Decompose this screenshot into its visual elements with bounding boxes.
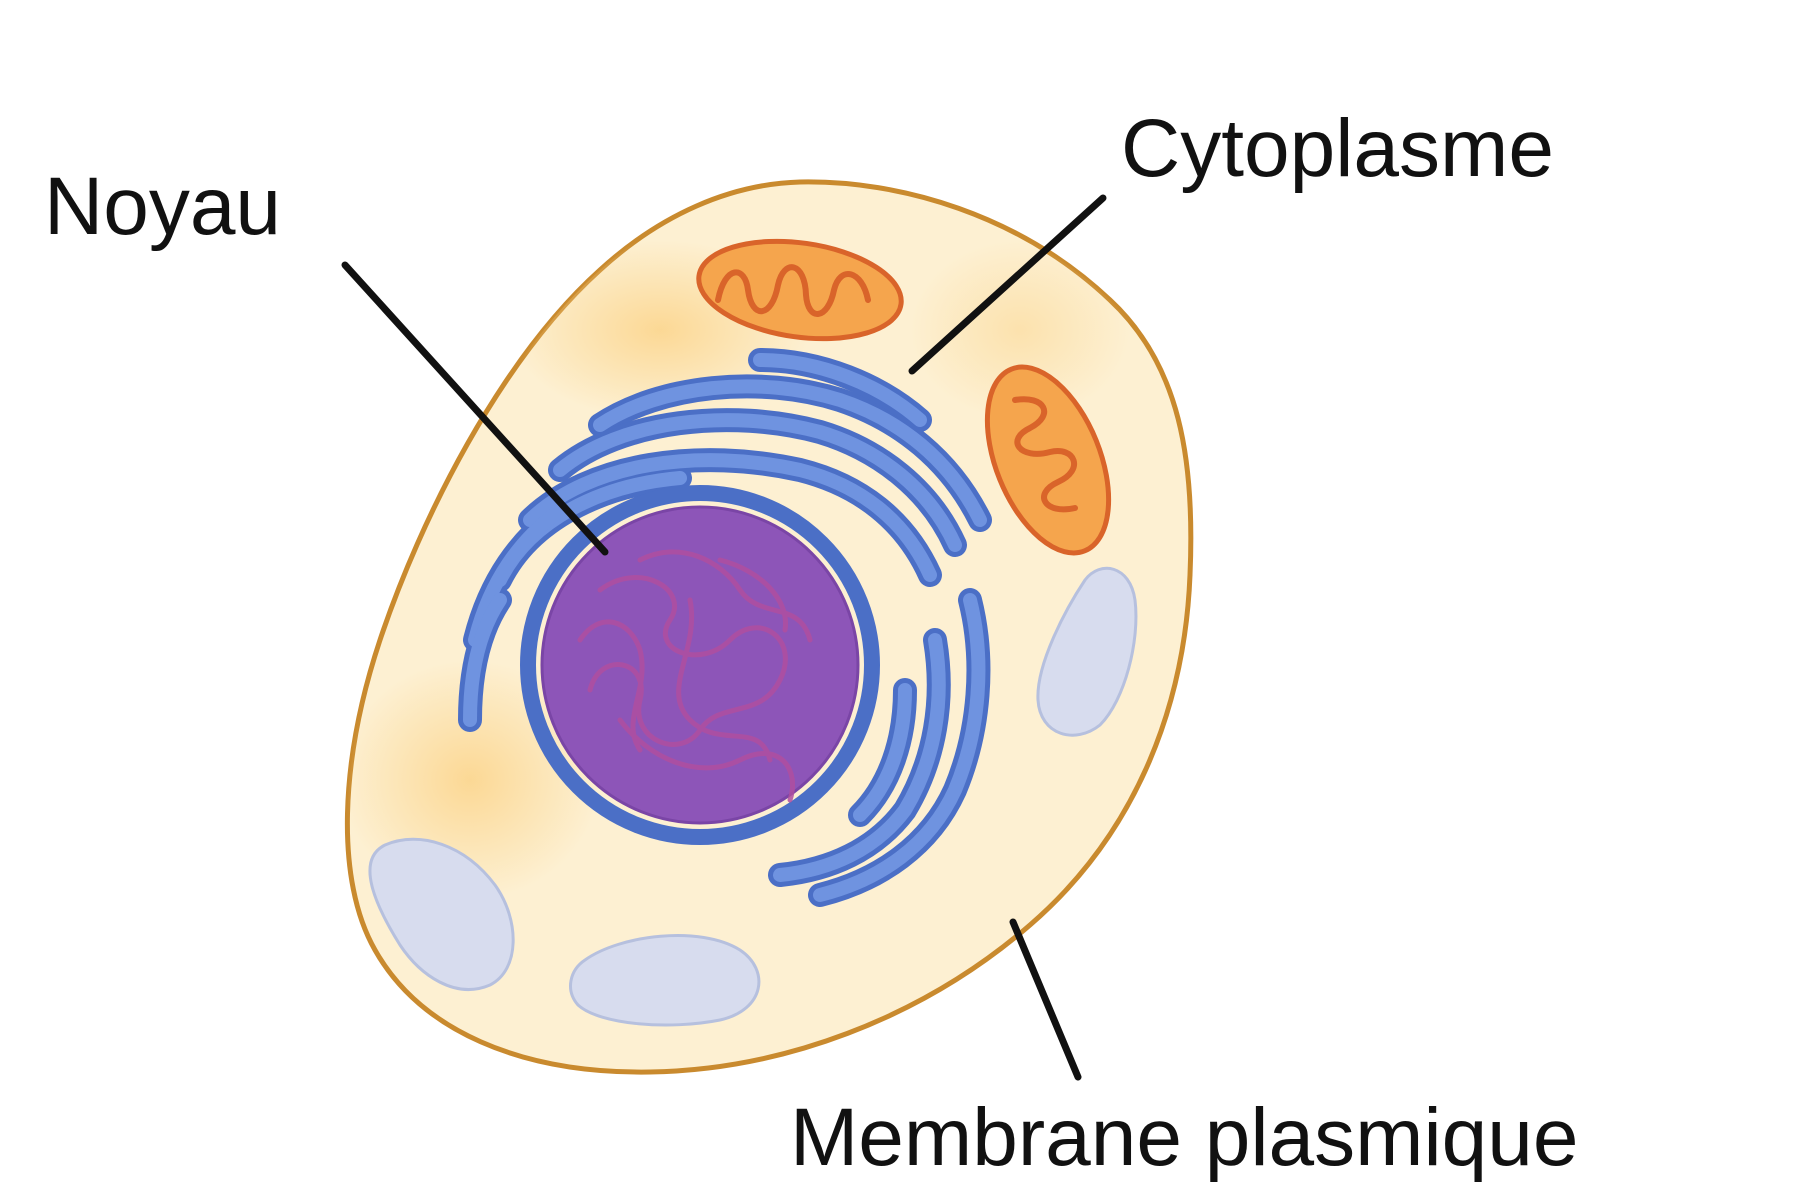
vesicle (569, 934, 761, 1027)
membrane-leader-line (1009, 918, 1082, 1081)
plasma-membrane-label: Membrane plasmique (790, 1092, 1579, 1183)
endoplasmic-reticulum (458, 348, 992, 907)
mitochondrion-cristae (715, 264, 871, 317)
mitochondrion (984, 364, 1112, 556)
mitochondrion-cristae (1012, 396, 1078, 513)
mitochondrion (696, 238, 904, 342)
nuclear-envelope (520, 485, 880, 845)
vesicles (368, 566, 1138, 1027)
nucleoplasm (540, 505, 860, 825)
nucleus (520, 485, 880, 845)
nucleus-leader-line (341, 261, 609, 556)
cytoplasm-label: Cytoplasme (1121, 103, 1554, 194)
leader-lines (341, 194, 1107, 1081)
cytoplasm-leader-line (908, 194, 1107, 375)
vesicle (1036, 566, 1138, 737)
chromatin (577, 549, 813, 803)
nucleus-label: Noyau (44, 161, 282, 252)
vesicle (368, 837, 515, 991)
